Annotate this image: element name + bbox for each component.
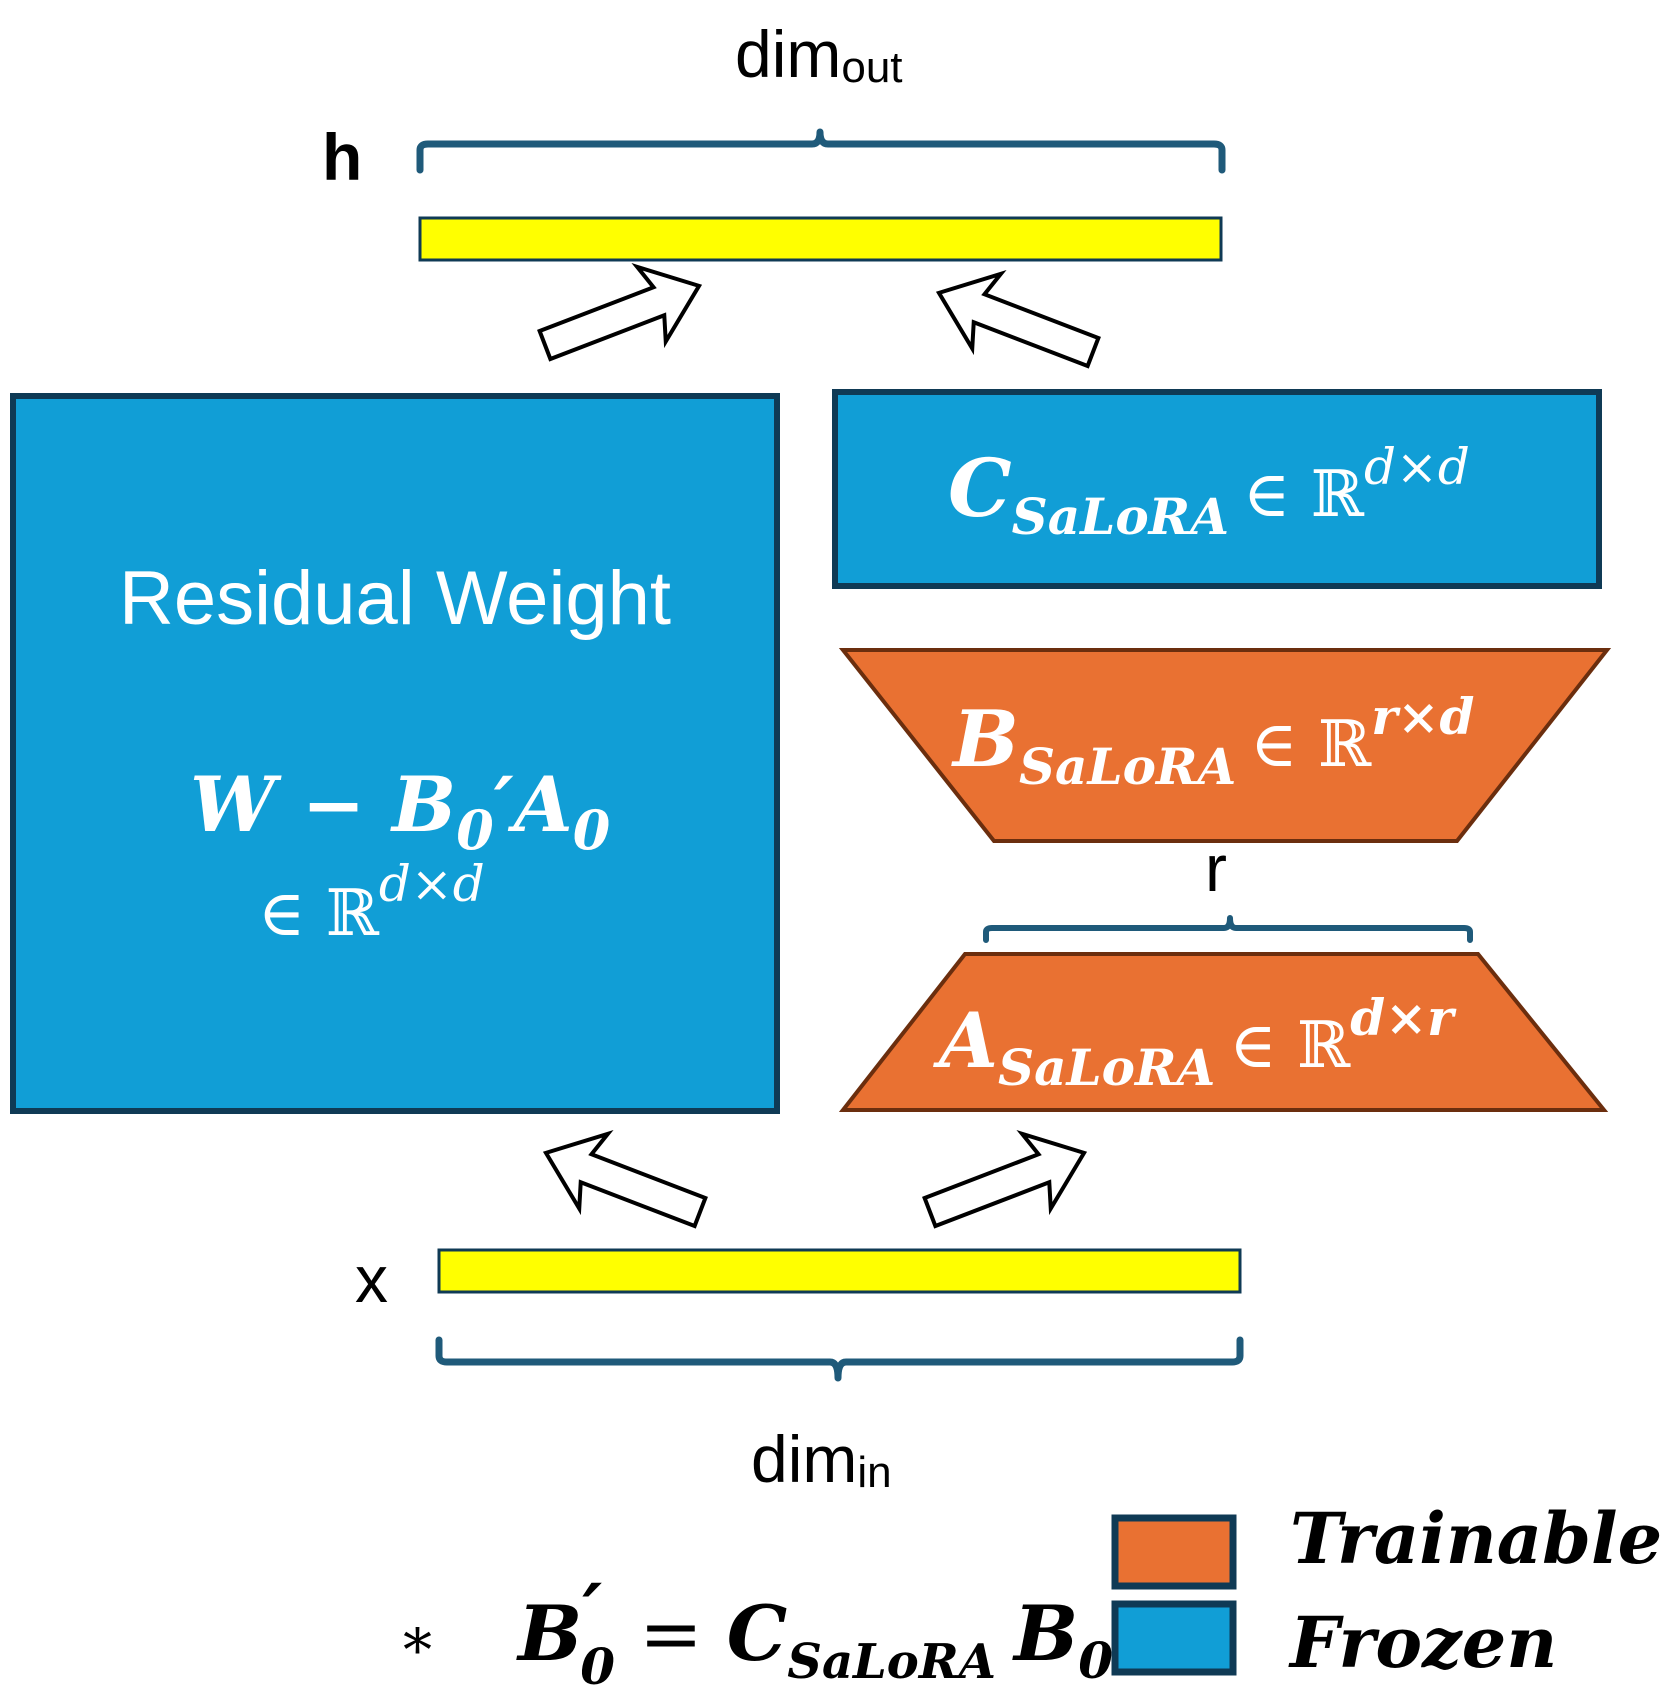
- residual-weight-expression: W − B0′A0: [190, 760, 610, 862]
- legend-label-trainable: Trainable: [1290, 1497, 1661, 1580]
- c-salora-block: [832, 389, 1602, 589]
- x-label: x: [355, 1242, 388, 1316]
- r-brace: [983, 915, 1473, 943]
- dim-in-label: dimin: [751, 1422, 892, 1497]
- residual-weight-title: Residual Weight: [119, 556, 671, 641]
- x-input-vector: [437, 1248, 1242, 1294]
- a-salora-block: [838, 952, 1609, 1112]
- a-salora-label: ASaLoRA∈ ℝd×r: [933, 988, 1457, 1097]
- b-salora-block: [838, 648, 1612, 843]
- c-salora-label: CSaLoRA∈ ℝd×d: [948, 438, 1470, 546]
- arrow-residual-to-h: [537, 262, 703, 362]
- footnote-star: *: [403, 1616, 432, 1684]
- arrow-x-to-a-salora: [922, 1129, 1088, 1229]
- legend-swatch-frozen: [1111, 1600, 1237, 1676]
- h-output-vector: [418, 216, 1223, 262]
- top-brace: [416, 128, 1226, 174]
- residual-weight-block: [10, 393, 780, 1114]
- dim-out-label: dimout: [735, 17, 903, 92]
- arrow-x-to-residual: [542, 1129, 708, 1229]
- legend-swatch-trainable: [1111, 1514, 1237, 1590]
- r-label: r: [1205, 831, 1227, 905]
- b-salora-label: BSaLoRA∈ ℝr×d: [951, 687, 1474, 796]
- legend-label-frozen: Frozen: [1288, 1601, 1557, 1684]
- h-label: h: [322, 120, 362, 194]
- bottom-brace: [435, 1336, 1244, 1382]
- arrow-c-salora-to-h: [935, 269, 1101, 369]
- residual-weight-domain: ∈ ℝd×d: [258, 855, 485, 951]
